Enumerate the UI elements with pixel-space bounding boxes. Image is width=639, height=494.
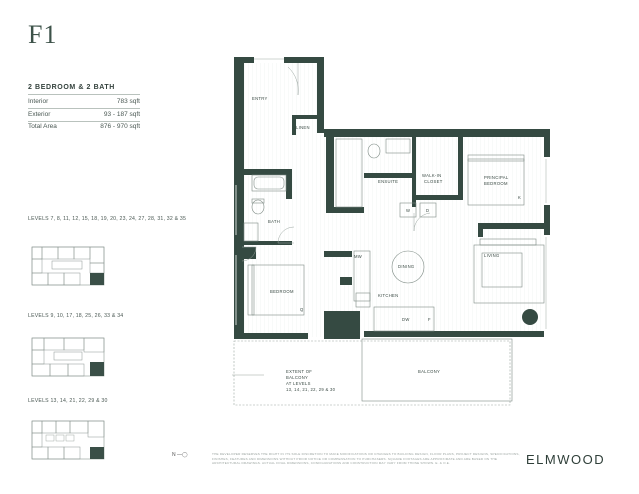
room-label-balcony: BALCONY: [418, 369, 440, 374]
unit-type-title: 2 BEDROOM & 2 BATH: [28, 84, 115, 91]
key-plan-3: [31, 420, 105, 460]
room-label-linen: LINEN: [296, 125, 310, 130]
dryer-label: D: [426, 208, 429, 213]
area-value: 876 - 970 sqft: [100, 123, 140, 130]
dining-table: [391, 250, 425, 284]
area-row-interior: Interior 783 sqft: [28, 98, 140, 105]
kitchen-island: [373, 306, 435, 332]
area-row-total: Total Area 876 - 970 sqft: [28, 123, 140, 130]
washer: [399, 202, 417, 218]
floor-area-main: [320, 135, 544, 337]
room-label-closet: CLOSET: [424, 179, 443, 184]
highlighted-unit: [90, 362, 104, 376]
ensuite-vanity: [385, 138, 411, 154]
room-label-walkin: WALK-IN: [422, 173, 441, 178]
windows: [235, 58, 547, 329]
balcony-extent-label-4: 13, 14, 21, 22, 29 & 30: [286, 387, 336, 392]
divider: [28, 121, 140, 122]
fridge-label: F: [428, 317, 431, 322]
levels-label-group-2: LEVELS 9, 10, 17, 18, 25, 26, 33 & 34: [28, 313, 124, 319]
toilet: [251, 199, 265, 215]
room-label-principal: PRINCIPAL: [484, 175, 509, 180]
area-value: 783 sqft: [116, 98, 140, 105]
plan-code: F1: [28, 20, 58, 49]
room-label-bedroom: BEDROOM: [270, 289, 294, 294]
room-label-entry: ENTRY: [252, 96, 268, 101]
dryer: [419, 202, 437, 218]
room-label-principal-bedroom: BEDROOM: [484, 181, 508, 186]
north-label: N: [172, 452, 176, 458]
north-arrow-icon: —◯: [177, 452, 188, 458]
doors: [241, 63, 431, 262]
levels-label-group-3: LEVELS 13, 14, 21, 22, 29 & 30: [28, 398, 108, 404]
area-row-exterior: Exterior 93 - 187 sqft: [28, 111, 140, 118]
highlighted-unit: [90, 273, 104, 285]
room-label-living: LIVING: [484, 253, 500, 258]
divider: [28, 108, 140, 109]
area-value: 93 - 187 sqft: [103, 111, 140, 118]
living-sofa: [473, 244, 545, 304]
kitchen-counter: [353, 250, 371, 302]
bath-vanity: [243, 222, 259, 242]
microwave-label: MW: [354, 254, 362, 259]
area-label: Interior: [28, 98, 49, 105]
floor-plan: ENTRY LINEN ENSUITE WALK-IN CLOSET PRINC…: [232, 57, 550, 406]
room-label-ensuite: ENSUITE: [378, 179, 398, 184]
room-label-kitchen: KITCHEN: [378, 293, 398, 298]
king-bed-label: K: [518, 195, 521, 200]
room-label-bath: BATH: [268, 219, 280, 224]
key-plan-2: [31, 337, 105, 377]
ensuite-toilet: [367, 143, 381, 159]
balcony-extent-label-3: AT LEVELS: [286, 381, 311, 386]
washer-label: W: [406, 208, 410, 213]
balcony-extent-label-2: BALCONY: [286, 375, 308, 380]
area-label: Exterior: [28, 111, 51, 118]
levels-label-group-1: LEVELS 7, 8, 11, 12, 15, 18, 19, 20, 23,…: [28, 216, 187, 222]
balcony: [361, 338, 513, 402]
bathtub: [251, 174, 287, 192]
floor-area-west: [242, 63, 320, 337]
range: [355, 292, 371, 308]
area-label: Total Area: [28, 123, 57, 130]
dishwasher-label: DW: [402, 317, 410, 322]
north-arrow: N —◯: [172, 452, 188, 458]
shower: [335, 138, 363, 208]
disclaimer-text: THE DEVELOPER RESERVES THE RIGHT IN ITS …: [212, 452, 520, 466]
principal-bed: [467, 158, 525, 206]
brand-logo: ELMWOOD: [526, 452, 606, 467]
plant-icon: [522, 309, 538, 325]
highlighted-unit: [90, 447, 104, 459]
divider: [28, 94, 140, 95]
second-bed: [251, 264, 305, 316]
balcony-extent-label-1: EXTENT OF: [286, 369, 312, 374]
key-plan-1: [31, 246, 105, 286]
balcony-extent: [233, 340, 511, 406]
fixtures: [243, 138, 545, 332]
room-label-dining: DINING: [398, 264, 414, 269]
queen-bed-label: Q: [300, 307, 304, 312]
